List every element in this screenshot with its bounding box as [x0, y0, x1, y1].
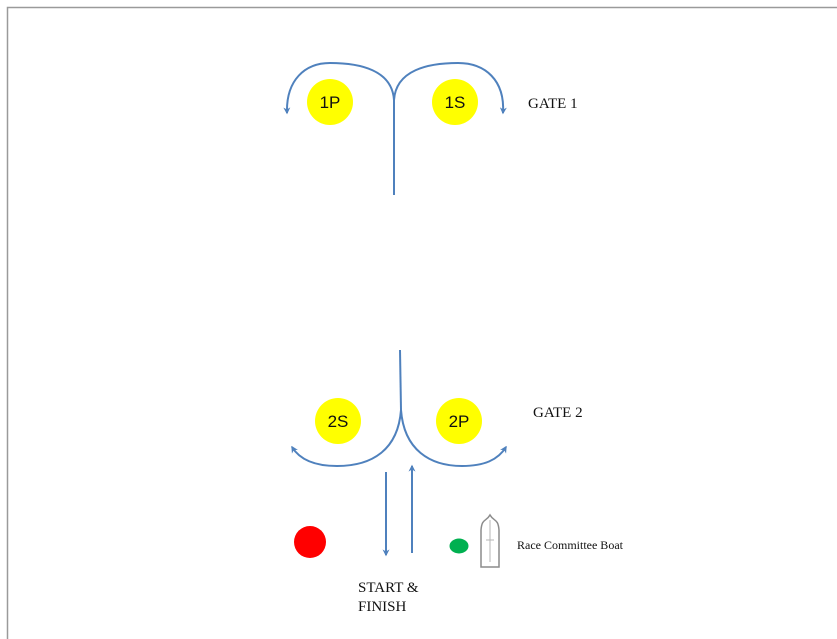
gate2-port-rounding-arrow: [400, 409, 507, 468]
gate1-port-rounding-arrow: [283, 61, 395, 115]
boat-icon: [480, 513, 500, 568]
mark-2S: 2S: [315, 398, 361, 444]
gate1-label: GATE 1: [528, 96, 578, 112]
committee-buoy: [449, 538, 469, 554]
gate1-starboard-rounding-arrow: [393, 61, 507, 115]
mark-1P-label: 1P: [320, 93, 341, 112]
mark-2P-label: 2P: [449, 412, 470, 431]
mark-2S-label: 2S: [328, 412, 349, 431]
start-finish-label-line2: FINISH: [358, 599, 407, 615]
mark-1P: 1P: [307, 79, 353, 125]
gate2-starboard-rounding-arrow: [291, 409, 402, 468]
pin-end-buoy: [294, 526, 326, 558]
committee-boat-label: Race Committee Boat: [517, 538, 624, 552]
mark-2P: 2P: [436, 398, 482, 444]
mark-1S-label: 1S: [445, 93, 466, 112]
gate2-label: GATE 2: [533, 405, 583, 421]
gate2-center-line: [399, 349, 402, 411]
mark-1S: 1S: [432, 79, 478, 125]
diagram-border: [6, 6, 837, 639]
start-finish-label-line1: START &: [358, 580, 419, 596]
